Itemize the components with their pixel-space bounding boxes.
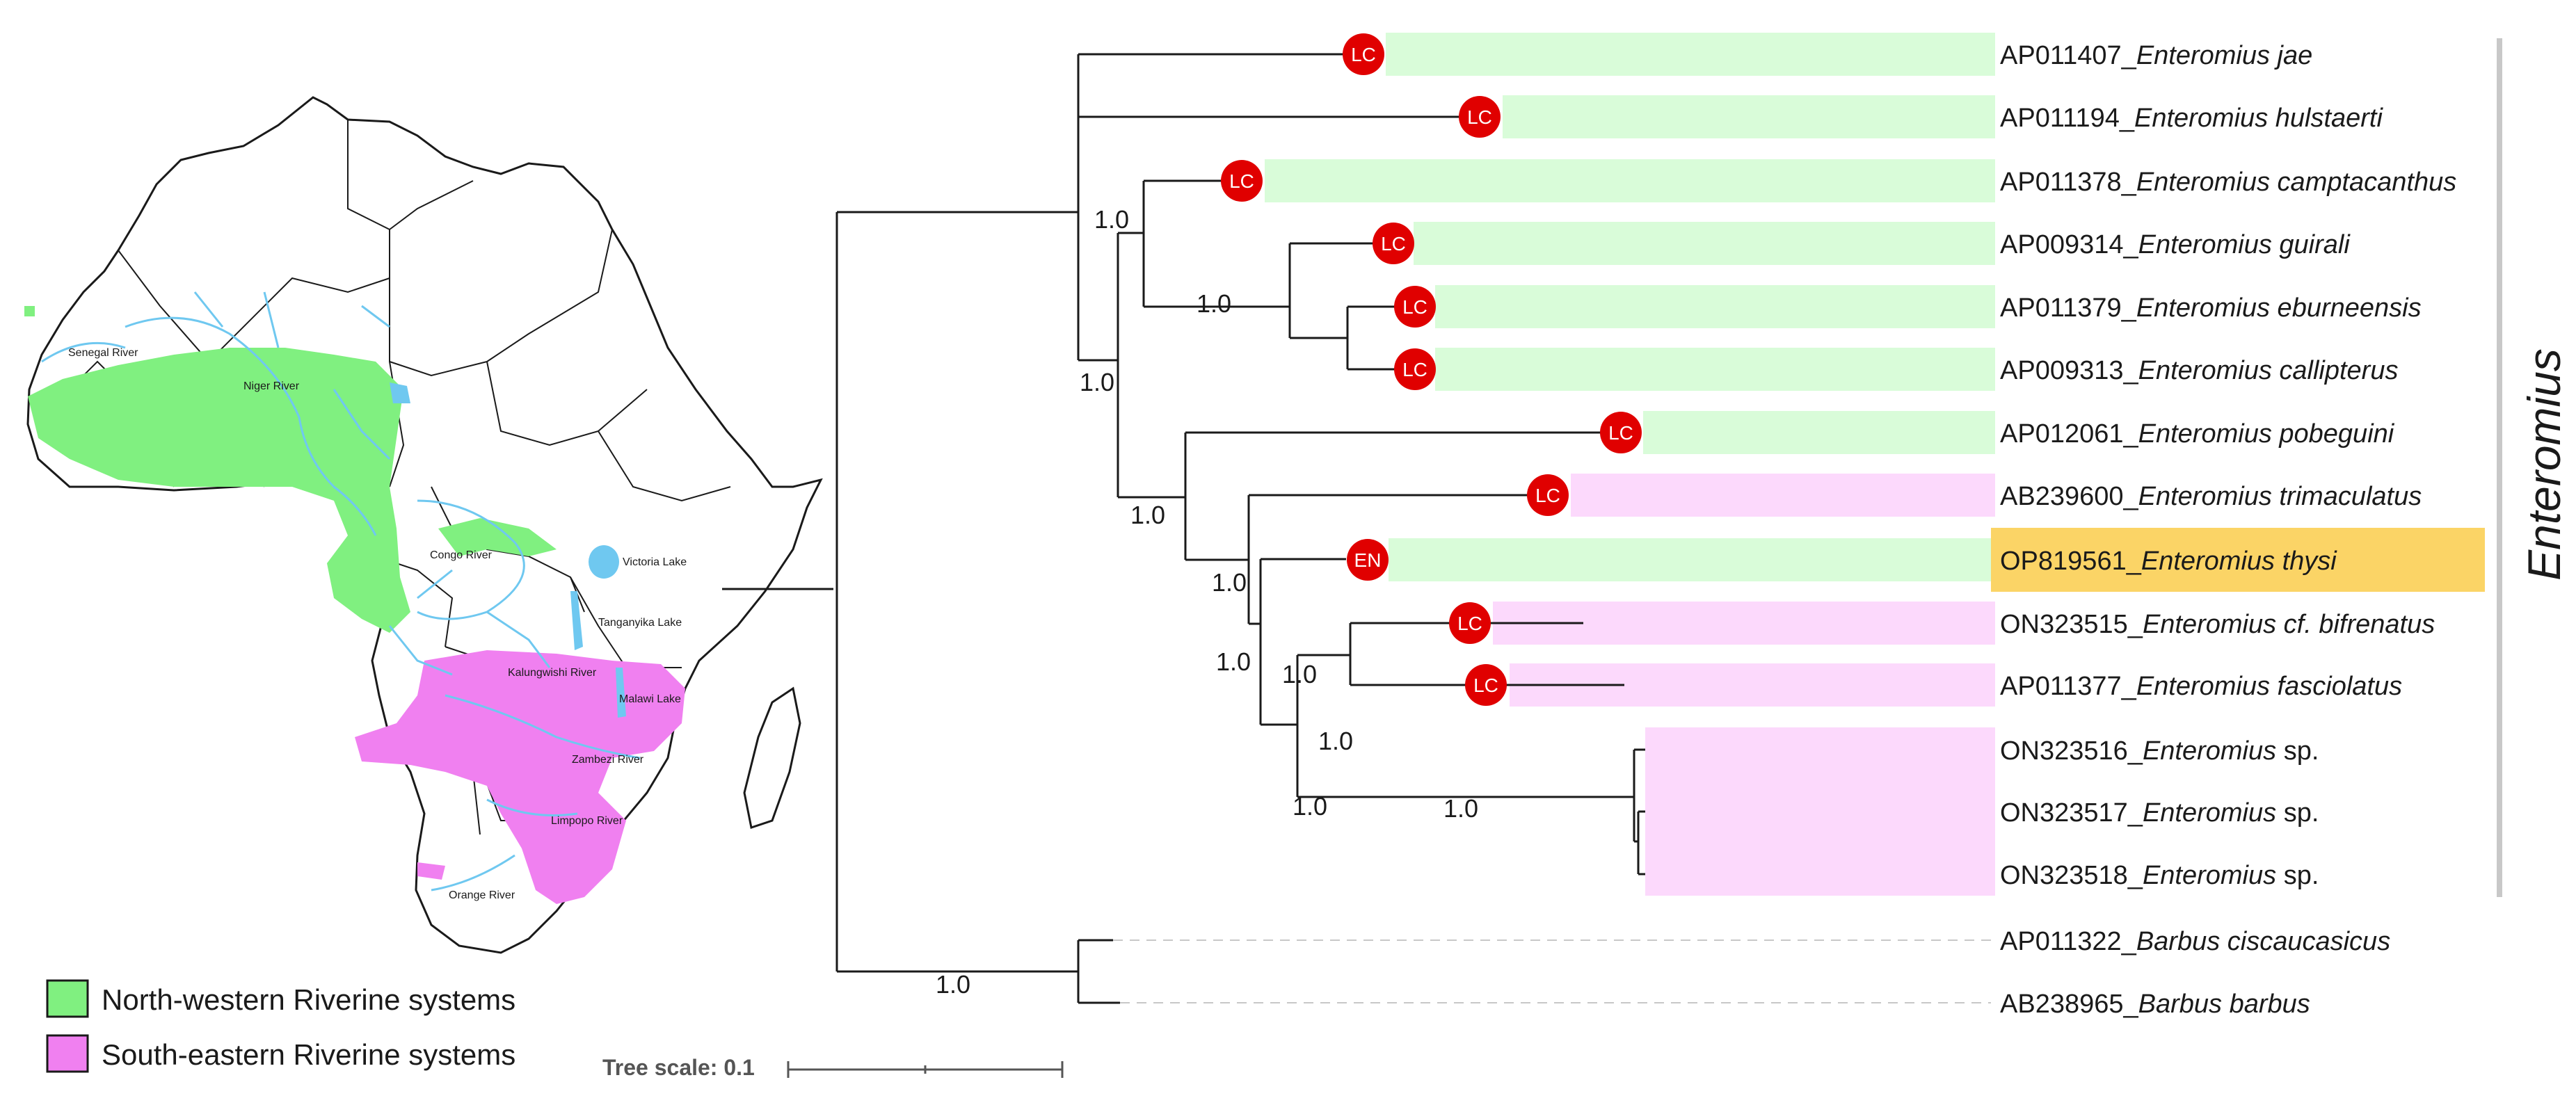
svg-text:LC: LC — [1535, 485, 1560, 506]
svg-text:LC: LC — [1608, 422, 1633, 444]
malawi-lake — [616, 668, 626, 718]
tip-label: ON323517_Enteromius sp. — [2000, 798, 2319, 828]
support-value: 1.0 — [1197, 289, 1231, 318]
region-band — [1643, 411, 1995, 454]
north-western-patch-coast — [24, 306, 35, 316]
tanganyika-lake — [570, 591, 583, 650]
tip-label: AP012061_Enteromius pobeguini — [2000, 419, 2395, 449]
region-band — [1386, 33, 1995, 76]
madagascar-outline — [743, 686, 801, 829]
region-band — [1503, 95, 1995, 138]
support-value: 1.0 — [1318, 727, 1353, 755]
status-badge: EN — [1347, 539, 1389, 581]
status-badge: LC — [1449, 602, 1491, 644]
support-value: 1.0 — [936, 970, 970, 999]
region-band — [1389, 538, 1995, 581]
tip-label: AP009313_Enteromius callipterus — [2000, 356, 2398, 385]
label-niger-river: Niger River — [243, 380, 300, 392]
tip-label: ON323518_Enteromius sp. — [2000, 861, 2319, 890]
status-badge: LC — [1221, 160, 1263, 202]
south-eastern-patch-west — [417, 862, 445, 880]
map-legend: North-western Riverine systems South-eas… — [46, 979, 515, 1073]
support-value: 1.0 — [1282, 660, 1317, 688]
support-value: 1.0 — [1216, 647, 1251, 676]
support-value: 1.0 — [1443, 794, 1478, 823]
north-western-patch-congo — [438, 518, 557, 556]
tip-label: AB239600_Enteromius trimaculatus — [2000, 482, 2422, 511]
legend-swatch-north-western — [46, 979, 89, 1018]
svg-text:LC: LC — [1229, 170, 1254, 192]
support-value: 1.0 — [1212, 568, 1247, 597]
label-orange-river: Orange River — [449, 889, 515, 901]
tip-label: AP009314_Enteromius guirali — [2000, 230, 2351, 259]
support-value: 1.0 — [1293, 792, 1327, 821]
svg-text:EN: EN — [1354, 549, 1382, 571]
tip-label: AP011322_Barbus ciscaucasicus — [2000, 927, 2390, 956]
tip-labels: AP011407_Enteromius jaeAP011194_Enteromi… — [1991, 41, 2485, 1019]
region-band — [1645, 727, 1995, 896]
support-values: 1.0 1.0 1.0 1.0 1.0 1.0 1.0 1.0 1.0 1.0 1.0 — [936, 205, 1478, 999]
status-badge: LC — [1465, 664, 1507, 706]
south-eastern-region — [355, 650, 685, 904]
tip-label: AB238965_Barbus barbus — [2000, 990, 2310, 1019]
tip-label: AP011407_Enteromius jae — [2000, 41, 2312, 70]
label-senegal-river: Senegal River — [68, 347, 138, 359]
dashed-tip-guides — [1113, 939, 1991, 1003]
region-band — [1571, 474, 1995, 517]
status-badge: LC — [1343, 33, 1384, 75]
legend-swatch-south-eastern — [46, 1034, 89, 1073]
tip-label: OP819561_Enteromius thysi — [2000, 547, 2337, 576]
highlight-box — [1991, 528, 2485, 592]
tip-label: ON323515_Enteromius cf. bifrenatus — [2000, 610, 2435, 639]
label-zambezi-river: Zambezi River — [572, 754, 644, 766]
label-victoria-lake: Victoria Lake — [623, 556, 687, 568]
river-network — [41, 291, 641, 892]
status-badges: LC LC LC LC LC LC LC LC EN LC LC — [1221, 33, 1642, 706]
svg-text:LC: LC — [1402, 296, 1427, 318]
region-band — [1435, 348, 1995, 391]
svg-text:LC: LC — [1473, 675, 1498, 696]
tip-label: AP011194_Enteromius hulstaerti — [2000, 104, 2383, 133]
status-badge: LC — [1394, 348, 1436, 390]
label-congo-river: Congo River — [430, 549, 493, 561]
svg-text:LC: LC — [1457, 613, 1482, 634]
north-western-region — [28, 348, 410, 633]
region-band — [1265, 159, 1995, 202]
status-badge: LC — [1527, 474, 1569, 516]
svg-text:LC: LC — [1351, 44, 1376, 65]
label-limpopo-river: Limpopo River — [551, 815, 623, 827]
svg-text:LC: LC — [1381, 233, 1406, 255]
status-badge: LC — [1600, 412, 1642, 453]
status-badge: LC — [1373, 223, 1414, 264]
chad-lake — [390, 382, 410, 403]
africa-map: Senegal River Niger River Congo River Vi… — [24, 96, 823, 954]
tip-label: ON323516_Enteromius sp. — [2000, 736, 2319, 766]
label-malawi-lake: Malawi Lake — [619, 693, 681, 705]
tip-label: AP011377_Enteromius fasciolatus — [2000, 672, 2402, 701]
tip-label: AP011378_Enteromius camptacanthus — [2000, 168, 2456, 197]
region-band — [1435, 285, 1995, 328]
map-labels: Senegal River Niger River Congo River Vi… — [68, 347, 687, 901]
label-tanganyika-lake: Tanganyika Lake — [598, 617, 682, 629]
label-kalungwishi-river: Kalungwishi River — [508, 667, 597, 679]
africa-outline — [26, 96, 823, 954]
svg-text:LC: LC — [1467, 106, 1492, 128]
status-badge: LC — [1459, 96, 1501, 138]
tree-scale-label: Tree scale: 0.1 — [602, 1055, 755, 1080]
legend-label-south-eastern: South-eastern Riverine systems — [102, 1038, 515, 1071]
status-badge: LC — [1394, 286, 1436, 328]
victoria-lake — [589, 545, 619, 579]
region-bands — [1265, 33, 1995, 896]
support-value: 1.0 — [1080, 368, 1114, 396]
legend-label-north-western: North-western Riverine systems — [102, 983, 515, 1016]
region-band — [1414, 222, 1995, 265]
tree-scale: Tree scale: 0.1 — [602, 1055, 1064, 1080]
enteromius-clade-label: Enteromius — [2518, 348, 2570, 581]
support-value: 1.0 — [1130, 501, 1165, 529]
svg-text:LC: LC — [1402, 359, 1427, 380]
support-value: 1.0 — [1094, 205, 1129, 234]
tip-label: AP011379_Enteromius eburneensis — [2000, 293, 2422, 323]
